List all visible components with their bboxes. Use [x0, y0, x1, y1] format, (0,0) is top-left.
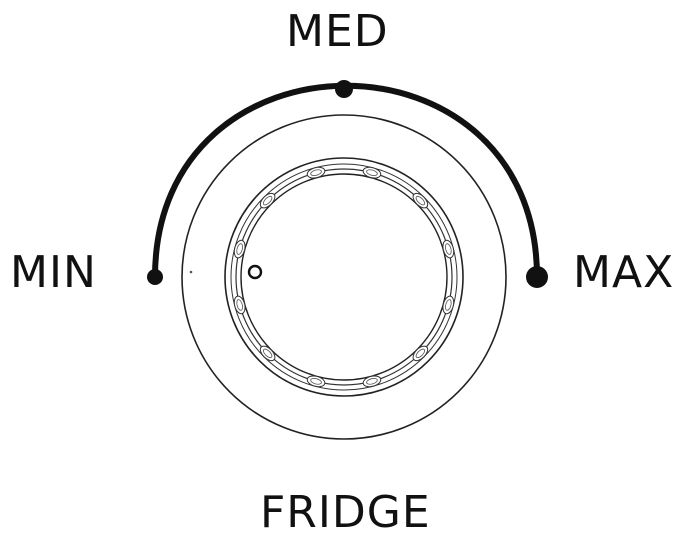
grip-notch: [306, 375, 326, 388]
min-marker: [147, 269, 163, 285]
max-label: MAX: [573, 247, 675, 298]
knob-face: [240, 173, 448, 381]
knob[interactable]: [224, 157, 464, 397]
grip-notch: [362, 375, 382, 388]
med-marker: [335, 80, 353, 98]
min-label: MIN: [10, 247, 97, 298]
knob-pointer-indicator: [247, 264, 263, 280]
max-marker: [526, 266, 548, 288]
appliance-label: FRIDGE: [260, 487, 431, 538]
knob-rim-line: [230, 163, 458, 391]
grip-notches: [233, 166, 455, 388]
med-label: MED: [286, 6, 389, 57]
grip-notch: [442, 239, 455, 259]
grip-notch: [306, 166, 326, 179]
knob-inner-rim: [235, 168, 453, 386]
bezel-dot: [189, 270, 193, 274]
grip-notch: [259, 345, 276, 362]
grip-notch: [233, 239, 246, 259]
grip-notch: [259, 192, 276, 209]
grip-notch: [412, 192, 429, 209]
grip-notch: [233, 295, 246, 315]
grip-notch: [442, 295, 455, 315]
grip-notch: [412, 345, 429, 362]
grip-notch: [362, 166, 382, 179]
